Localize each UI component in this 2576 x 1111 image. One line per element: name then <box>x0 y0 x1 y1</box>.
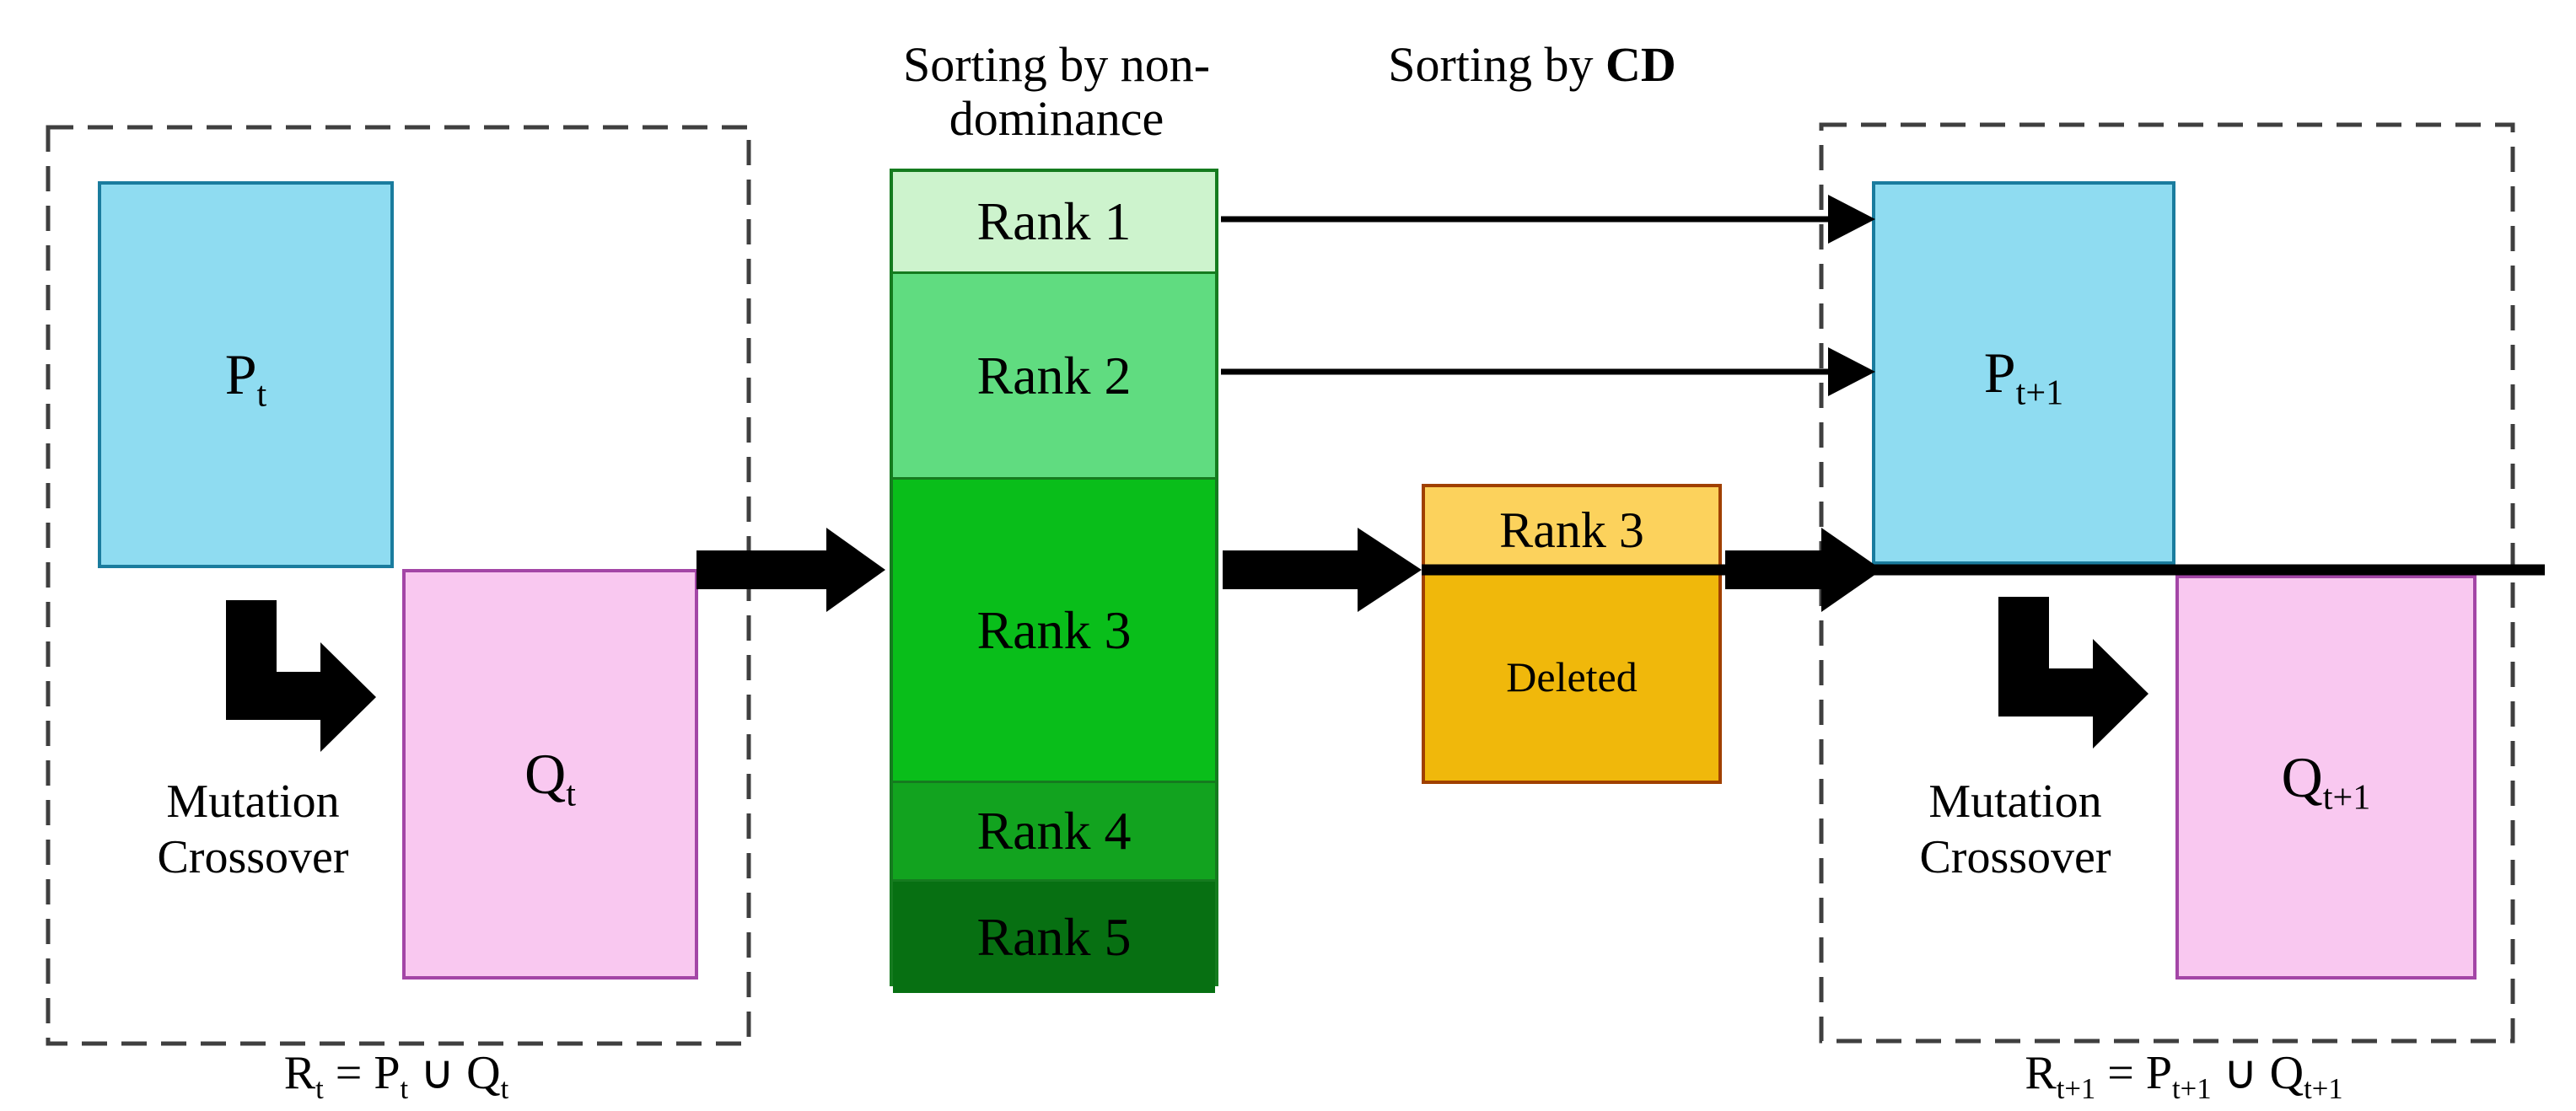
rank-4-label: Rank 4 <box>976 801 1132 861</box>
cd-bold-term: CD <box>1605 37 1676 92</box>
offspring-population-label: Qt <box>524 742 576 814</box>
next-parent-population-box: Pt+1 <box>1872 181 2175 565</box>
rank2-to-next-parent-arrow <box>1221 347 1875 396</box>
mutation-line: Mutation <box>1928 776 2102 828</box>
rank-5-row: Rank 5 <box>893 879 1215 993</box>
mutation-line: Mutation <box>166 776 340 828</box>
elbow-arrow-shape <box>226 600 376 752</box>
cd-kept-rank3-section: Rank 3 <box>1425 487 1718 573</box>
rank-1-label: Rank 1 <box>976 191 1132 251</box>
mutation-elbow-arrow-right-icon <box>1998 597 2148 749</box>
title-line-1: Sorting by non- <box>902 37 1211 92</box>
combine-to-sort-arrow-icon <box>696 528 885 612</box>
rank-3-row: Rank 3 <box>893 477 1215 781</box>
title-line-2: dominance <box>949 91 1164 146</box>
parent-population-label: Pt <box>224 342 267 415</box>
cd-deleted-section: Deleted <box>1425 573 1718 781</box>
mutation-crossover-caption-right: Mutation Crossover <box>1855 774 2175 885</box>
crossover-line: Crossover <box>1919 831 2111 883</box>
crossover-line: Crossover <box>157 831 349 883</box>
rank-1-row: Rank 1 <box>893 172 1215 271</box>
rank-5-label: Rank 5 <box>976 907 1132 967</box>
rank-2-row: Rank 2 <box>893 271 1215 477</box>
rank-3-label: Rank 3 <box>976 599 1132 660</box>
sorting-nondominance-title: Sorting by non- dominance <box>846 38 1267 146</box>
union-equation-left: Rt = Pt ∪ Qt <box>283 1047 509 1106</box>
rank-4-row: Rank 4 <box>893 781 1215 879</box>
parent-population-box: Pt <box>98 181 394 568</box>
rank3-to-cd-arrow-icon <box>1223 528 1422 612</box>
nondominance-rank-stack: Rank 1 Rank 2 Rank 3 Rank 4 Rank 5 <box>890 169 1218 993</box>
rank1-arrowhead-icon <box>1828 195 1875 244</box>
cd-split-rank3-box: Rank 3 Deleted <box>1422 484 1722 784</box>
offspring-population-box: Qt <box>402 569 698 980</box>
rank1-to-next-parent-arrow <box>1221 195 1875 244</box>
cd-to-next-parent-arrow-icon <box>1725 528 1882 612</box>
next-offspring-population-label: Qt+1 <box>2281 744 2371 818</box>
deleted-label: Deleted <box>1506 653 1638 700</box>
sorting-cd-title: Sorting by CD <box>1388 37 1676 92</box>
next-parent-population-label: Pt+1 <box>1983 341 2064 413</box>
rank-2-label: Rank 2 <box>976 345 1132 405</box>
elbow-arrow-shape <box>1998 597 2148 749</box>
rank2-arrowhead-icon <box>1828 347 1875 396</box>
cd-rank3-label: Rank 3 <box>1499 502 1644 558</box>
union-equation-right: Rt+1 = Pt+1 ∪ Qt+1 <box>2025 1047 2343 1106</box>
mutation-elbow-arrow-left-icon <box>226 600 376 752</box>
next-offspring-population-box: Qt+1 <box>2175 575 2477 980</box>
mutation-crossover-caption-left: Mutation Crossover <box>93 774 413 885</box>
